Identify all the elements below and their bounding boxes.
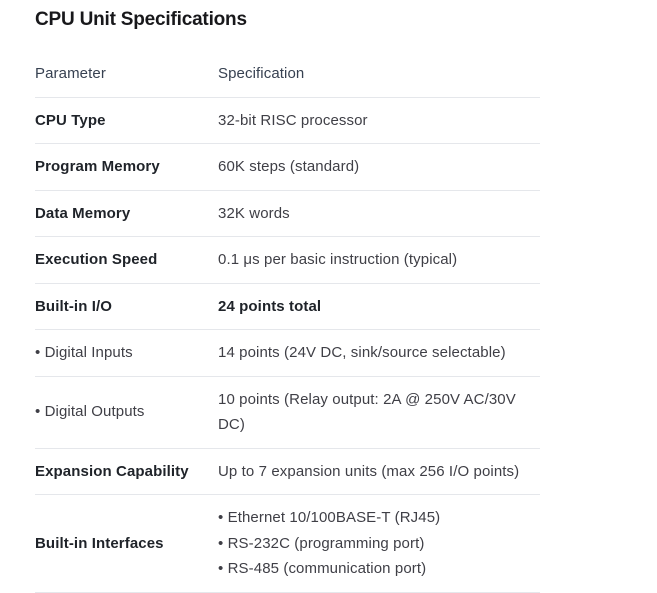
interface-list-item: • Ethernet 10/100BASE-T (RJ45)	[218, 509, 441, 526]
parameter-label: • Digital Inputs	[35, 344, 133, 361]
parameter-label: Execution Speed	[35, 251, 158, 268]
specification-value: 10 points (Relay output: 2A @ 250V AC/30…	[218, 390, 516, 434]
parameter-label: Data Memory	[35, 204, 131, 222]
table-row-digital-inputs: • Digital Inputs 14 points (24V DC, sink…	[35, 330, 540, 377]
table-row-program-memory: Program Memory 60K steps (standard)	[35, 144, 540, 191]
parameter-label: Built-in Interfaces	[35, 534, 164, 552]
page-title: CPU Unit Specifications	[35, 9, 247, 30]
table-row-data-memory: Data Memory 32K words	[35, 191, 540, 237]
table-row-cpu-type: CPU Type 32-bit RISC processor	[35, 98, 540, 144]
table-row-digital-outputs: • Digital Outputs 10 points (Relay outpu…	[35, 377, 540, 449]
table-row-execution-speed: Execution Speed 0.1 μs per basic instruc…	[35, 237, 540, 284]
specification-value: 14 points (24V DC, sink/source selectabl…	[218, 344, 506, 361]
parameter-label: CPU Type	[35, 111, 106, 129]
table-row-built-in-io: Built-in I/O 24 points total	[35, 284, 540, 330]
interface-list-item: • RS-232C (programming port)	[218, 534, 425, 552]
parameter-label: • Digital Outputs	[35, 403, 145, 421]
parameter-label: Built-in I/O	[35, 297, 113, 315]
parameter-label: Program Memory	[35, 158, 160, 175]
spec-table: Parameter Specification CPU Type 32-bit …	[35, 51, 540, 593]
specification-value: Up to 7 expansion units (max 256 I/O poi…	[218, 462, 520, 480]
table-row-built-in-interfaces: Built-in Interfaces • Ethernet 10/100BAS…	[35, 495, 540, 593]
table-header-row: Parameter Specification	[35, 51, 540, 98]
interface-list-item: • RS-485 (communication port)	[218, 560, 427, 577]
specification-value: 32K words	[218, 204, 290, 222]
column-header-specification: Specification	[218, 65, 305, 82]
cpu-specifications-page: CPU Unit Specifications Parameter Specif…	[35, 9, 540, 593]
specification-value: 24 points total	[218, 297, 322, 315]
parameter-label: Expansion Capability	[35, 462, 189, 480]
specification-value: • Ethernet 10/100BASE-T (RJ45) • RS-232C…	[218, 505, 540, 582]
column-header-parameter: Parameter	[35, 65, 106, 82]
table-row-expansion-capability: Expansion Capability Up to 7 expansion u…	[35, 449, 540, 495]
specification-value: 60K steps (standard)	[218, 158, 360, 175]
specification-value: 32-bit RISC processor	[218, 111, 368, 129]
specification-value: 0.1 μs per basic instruction (typical)	[218, 251, 458, 268]
